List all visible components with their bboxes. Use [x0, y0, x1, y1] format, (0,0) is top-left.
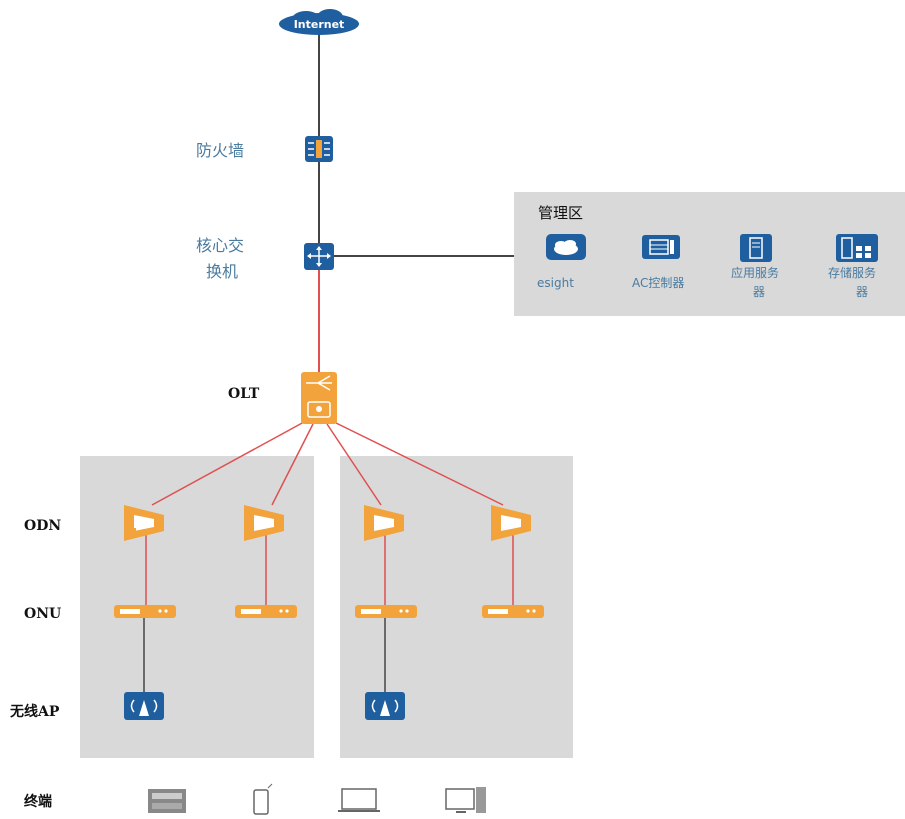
internet-label: Internet	[294, 18, 345, 31]
laptop-icon	[338, 788, 380, 812]
olt-label: OLT	[228, 386, 260, 402]
odn-splitter-icon	[244, 505, 284, 541]
onu-icon	[355, 605, 417, 618]
olt-icon	[301, 372, 337, 424]
mgmt-item-4-label-line2: 器	[856, 285, 868, 299]
mgmt-item-3-label-line2: 器	[753, 285, 765, 299]
onu-icon	[482, 605, 544, 618]
cloud-icon	[546, 234, 586, 260]
core-switch-label-line1: 核心交	[196, 236, 244, 255]
link-olt-odn-3	[326, 423, 382, 506]
odn-splitter-icon	[491, 505, 531, 541]
mgmt-item-1-label: esight	[537, 276, 574, 290]
layer-label-ap: 无线AP	[9, 703, 60, 720]
wireless-ap-icon	[365, 692, 405, 720]
link-olt-odn-1	[151, 421, 305, 506]
layer-label-terminal: 终端	[24, 793, 52, 810]
link-olt-odn-4	[333, 421, 504, 506]
link-olt-odn-2	[271, 423, 314, 506]
phone-icon	[253, 783, 273, 815]
desktop-pc-icon	[445, 787, 486, 813]
layer-label-odn: ODN	[24, 518, 61, 534]
wireless-ap-icon	[124, 692, 164, 720]
management-title: 管理区	[538, 204, 583, 222]
desktop-keyboard-icon	[148, 789, 186, 813]
onu-icon	[114, 605, 176, 618]
app-server-icon	[740, 234, 772, 262]
core-switch-icon	[304, 243, 334, 270]
ac-controller-icon	[642, 235, 680, 259]
storage-server-icon	[836, 234, 878, 262]
odn-splitter-icon	[124, 505, 164, 541]
firewall-label: 防火墙	[196, 141, 244, 160]
internet-cloud-icon: Internet	[279, 9, 359, 35]
odn-splitter-icon	[364, 505, 404, 541]
mgmt-item-2-label: AC控制器	[632, 276, 684, 290]
mgmt-item-3-label-line1: 应用服务	[731, 265, 779, 280]
onu-icon	[235, 605, 297, 618]
layer-label-onu: ONU	[24, 606, 61, 622]
mgmt-item-4-label-line1: 存储服务	[828, 265, 876, 280]
core-switch-label-line2: 换机	[206, 262, 238, 281]
firewall-icon	[305, 136, 333, 162]
